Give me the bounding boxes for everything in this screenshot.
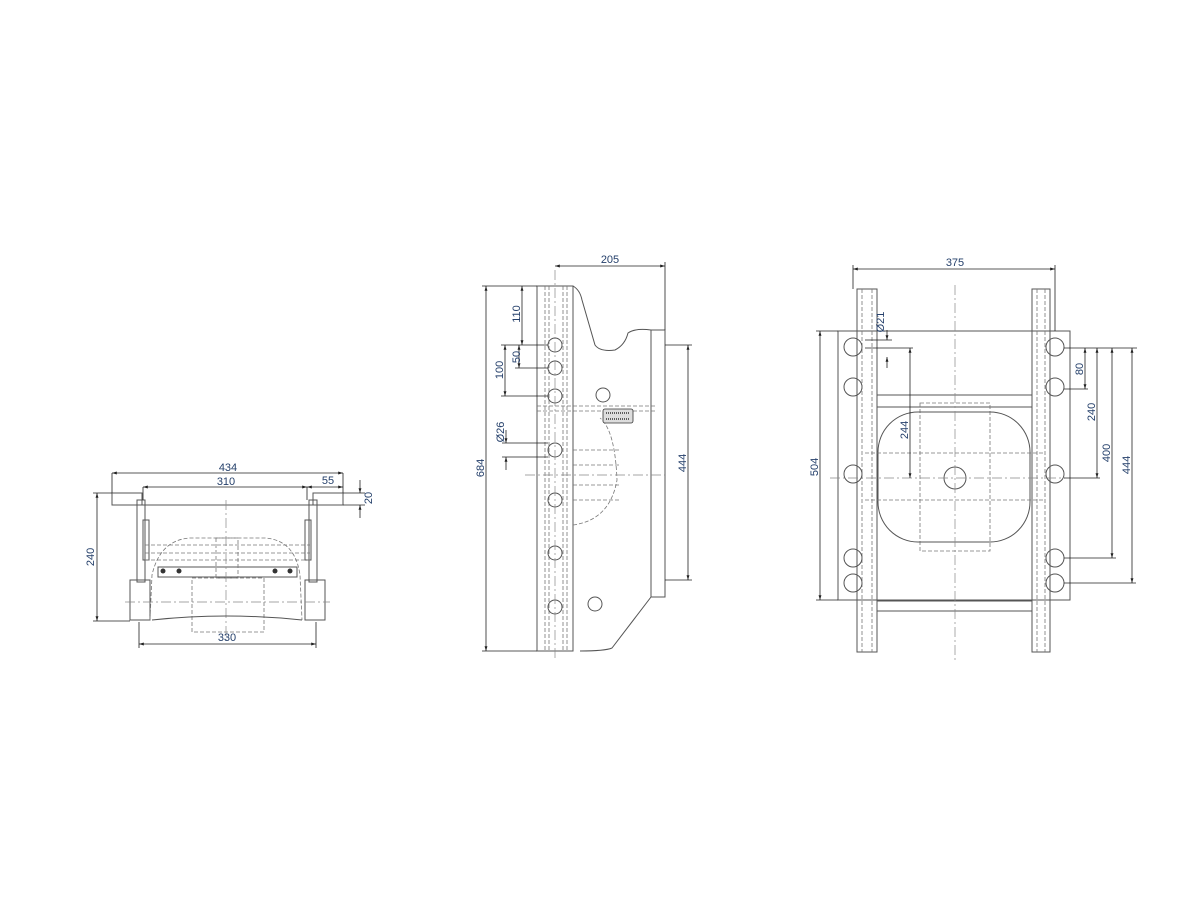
front-view: 434 310 55 20 240 330 xyxy=(85,462,375,648)
dim-330: 330 xyxy=(218,632,236,644)
dim-444: 444 xyxy=(1121,456,1133,474)
dim-375: 375 xyxy=(946,257,964,269)
dim-dia-21: Ø21 xyxy=(875,312,887,333)
dim-504: 504 xyxy=(809,458,821,476)
dim-444: 444 xyxy=(677,454,689,472)
dim-55: 55 xyxy=(322,475,334,487)
dim-dia-26: Ø26 xyxy=(495,422,507,443)
dim-80: 80 xyxy=(1074,363,1086,375)
bolt-icon xyxy=(160,568,293,574)
dim-244: 244 xyxy=(899,421,911,439)
side-view: 205 684 110 50 100 Ø26 444 xyxy=(475,254,692,660)
dim-240: 240 xyxy=(1086,403,1098,421)
rear-view: 375 504 Ø21 244 80 240 400 444 xyxy=(809,257,1137,660)
dim-240: 240 xyxy=(85,548,97,566)
dim-400: 400 xyxy=(1101,444,1113,462)
dim-310: 310 xyxy=(217,476,235,488)
hole-icon xyxy=(843,337,1065,593)
logo-plate xyxy=(602,408,634,424)
dim-684: 684 xyxy=(475,459,487,477)
dim-50: 50 xyxy=(511,351,523,363)
dim-205: 205 xyxy=(601,254,619,266)
dim-100: 100 xyxy=(494,361,506,379)
dim-20: 20 xyxy=(363,492,375,504)
dim-434: 434 xyxy=(219,462,237,474)
hole-icon xyxy=(547,337,611,615)
dim-110: 110 xyxy=(511,305,523,323)
